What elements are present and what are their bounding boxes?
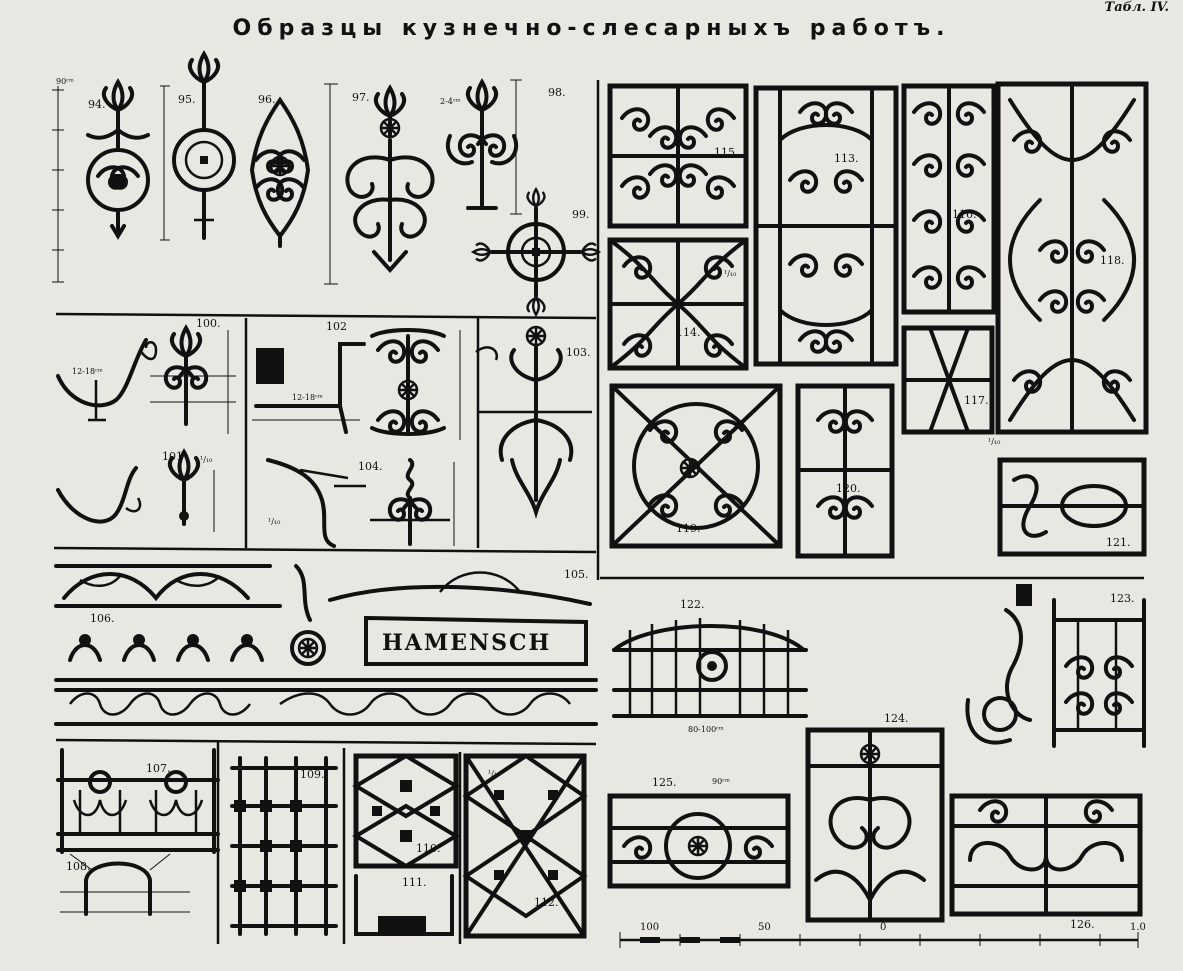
figure-116-label: 116.	[952, 208, 977, 221]
figure-103-label: 103.	[566, 346, 591, 359]
figure-119-label: 119.	[676, 522, 701, 535]
figure-121-label: 121.	[1106, 536, 1131, 549]
figure-group-122-126: 122. 80-100ᶜᵐ 123. 124. 125. 90ᶜᵐ 126	[607, 584, 1146, 948]
figure-group-107-112: 107. 108. 109. 110. 111. 112. ¹	[55, 738, 597, 944]
figure-111-label: 111.	[402, 876, 427, 889]
figure-125-label: 125.	[652, 776, 677, 789]
figure-123-label: 123.	[1110, 592, 1135, 605]
figure-99-label: 99.	[572, 208, 590, 221]
figure-114-label: 114.	[676, 326, 701, 339]
plate-number: Табл. IV.	[1104, 0, 1169, 15]
figure-120-label: 120.	[836, 482, 861, 495]
dim-1-10-c: ¹/₁₀	[488, 769, 500, 778]
figure-112-label: 112.	[534, 896, 559, 909]
scale-mid2: 0	[880, 922, 886, 933]
dim-1-10-a: ¹/₁₀	[200, 455, 212, 464]
figure-102-label: 102	[326, 320, 347, 333]
figure-group-100-104: 12-18ᶜᵐ 100. 101 ¹/₁₀ 12-18ᶜᵐ	[56, 317, 592, 548]
figure-97-label: 97.	[352, 91, 370, 104]
dim-1-10-e: ¹/₁₀	[988, 437, 1000, 446]
figure-108-label: 108.	[66, 860, 91, 873]
figure-100-label: 100.	[196, 317, 221, 330]
dim-12-18cm-b: 12-18ᶜᵐ	[292, 393, 323, 402]
figure-117-label: 117.	[964, 394, 989, 407]
figure-106-label: 106.	[90, 612, 115, 625]
figure-105-label: 105.	[564, 568, 589, 581]
dim-80-100cm: 80-100ᶜᵐ	[688, 725, 724, 734]
figure-101-label: 101	[162, 450, 183, 463]
figure-115-label: 115.	[714, 146, 739, 159]
dim-1-10-b: ¹/₁₀	[268, 517, 280, 526]
figure-98-label: 98.	[548, 86, 566, 99]
figure-126-label: 126.	[1070, 918, 1095, 931]
scale-end: 1.0	[1130, 922, 1146, 933]
dim-90cm: 90ᶜᵐ	[56, 77, 74, 86]
figure-96-label: 96.	[258, 93, 276, 106]
dim-1-10-d: ¹/₁₀	[724, 269, 736, 278]
figure-124-label: 124.	[884, 712, 909, 725]
page-title: Образцы кузнечно-слесарныхъ работъ.	[232, 16, 951, 41]
figure-104-label: 104.	[358, 460, 383, 473]
figure-118-label: 118.	[1100, 254, 1125, 267]
figure-113-label: 113.	[834, 152, 859, 165]
figure-group-94-99: 90ᶜᵐ 94. 95.	[52, 52, 600, 316]
sign-lettering: HAMENSCH	[382, 630, 551, 656]
figure-group-113-121: 115. 114. ¹/₁₀ 113. 116. 117.	[596, 80, 1149, 580]
figure-95-label: 95.	[178, 93, 196, 106]
figure-94-label: 94.	[88, 98, 106, 111]
dim-90cm-b: 90ᶜᵐ	[712, 777, 730, 786]
scale-mid1: 50	[758, 922, 771, 933]
figure-122-label: 122.	[680, 598, 705, 611]
dim-2-4cm: 2-4ᶜᵐ	[440, 97, 461, 106]
figure-group-105-106: HAMENSCH 105. 106.	[54, 564, 598, 726]
dim-12-18cm: 12-18ᶜᵐ	[72, 367, 103, 376]
figure-107-label: 107.	[146, 762, 171, 775]
figure-110-label: 110.	[416, 842, 441, 855]
figure-109-label: 109.	[300, 768, 325, 781]
scale-start: 100	[640, 922, 659, 933]
